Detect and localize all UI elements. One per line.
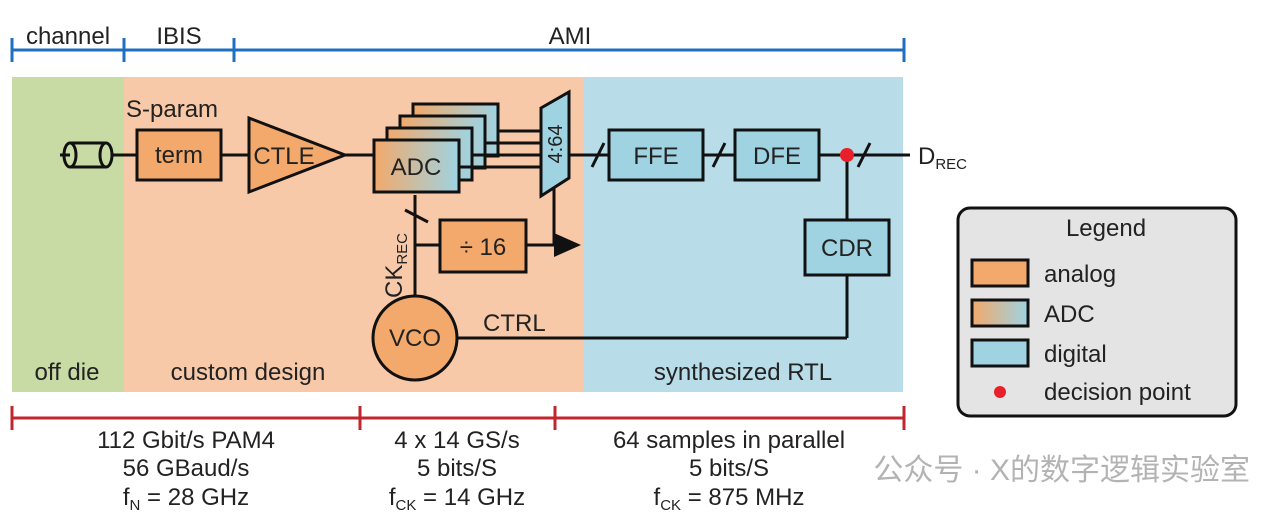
term-label: term: [155, 142, 203, 169]
ffe-label: FFE: [633, 143, 678, 170]
ctrl-label: CTRL: [483, 310, 546, 337]
legend-label-analog: analog: [1044, 261, 1116, 288]
region-label-custom-design: custom design: [171, 359, 326, 386]
spec-middle-line3: fCK = 14 GHz: [389, 484, 525, 514]
vco-label: VCO: [389, 325, 441, 352]
divider-label: ÷ 16: [460, 234, 507, 261]
ctle-label: CTLE: [253, 143, 314, 170]
decision-point-dot: [840, 148, 854, 162]
demux-label: 4:64: [545, 125, 567, 164]
spec-right-line3: fCK = 875 MHz: [654, 484, 805, 514]
adc-label: ADC: [391, 154, 442, 181]
spec-group-middle: 4 x 14 GS/s 5 bits/S fCK = 14 GHz: [389, 427, 525, 514]
watermark-text: 公众号 · X的数字逻辑实验室: [873, 454, 1250, 487]
scale-label-ami: AMI: [549, 23, 592, 50]
legend-swatch-adc: [970, 298, 1030, 328]
ffe-block: [607, 128, 705, 182]
vco-oscillator: [371, 294, 459, 382]
sparam-label: S-param: [126, 96, 218, 123]
spec-middle-line1: 4 x 14 GS/s: [394, 427, 519, 454]
bus-markers: [404, 142, 872, 224]
spec-left-line3: fN = 28 GHz: [123, 484, 249, 514]
ctle-amplifier: [247, 115, 350, 195]
legend-box: Legend analog ADC digital decision point: [956, 206, 1238, 418]
region-label-off-die: off die: [35, 359, 100, 386]
adc-output-bus: [459, 129, 541, 169]
bottom-scale: [10, 406, 906, 430]
spec-middle-line2: 5 bits/S: [417, 455, 497, 482]
legend-swatch-analog: [970, 258, 1030, 288]
dfe-block: [733, 128, 821, 182]
cdr-block: [803, 218, 891, 277]
term-block: [135, 128, 223, 182]
spec-left-line1: 112 Gbit/s PAM4: [97, 427, 275, 454]
dfe-label: DFE: [753, 143, 801, 170]
cdr-label: CDR: [821, 235, 873, 262]
demux-block: [539, 89, 571, 199]
scale-label-channel: channel: [26, 23, 110, 50]
spec-left-line2: 56 GBaud/s: [123, 455, 250, 482]
legend-title: Legend: [1066, 215, 1146, 242]
legend-swatch-digital: [970, 338, 1030, 368]
divider-block: [438, 218, 528, 274]
region-label-synthesized-rtl: synthesized RTL: [654, 359, 832, 386]
top-scale: [10, 38, 906, 62]
legend-swatch-decision-point: [994, 386, 1006, 398]
legend-label-digital: digital: [1044, 341, 1107, 368]
scale-label-ibis: IBIS: [156, 23, 201, 50]
spec-group-left: 112 Gbit/s PAM4 56 GBaud/s fN = 28 GHz: [97, 427, 275, 514]
legend-label-decision-point: decision point: [1044, 379, 1191, 406]
spec-group-right: 64 samples in parallel 5 bits/S fCK = 87…: [613, 427, 845, 514]
coax-cable-icon: [60, 141, 114, 169]
adc-stack: [372, 102, 500, 194]
drec-output-label: DREC: [918, 143, 967, 173]
ck-rec-label: CKREC: [381, 233, 411, 298]
spec-right-line2: 5 bits/S: [689, 455, 769, 482]
legend-label-adc: ADC: [1044, 301, 1095, 328]
spec-right-line1: 64 samples in parallel: [613, 427, 845, 454]
region-off-die: [12, 77, 124, 392]
